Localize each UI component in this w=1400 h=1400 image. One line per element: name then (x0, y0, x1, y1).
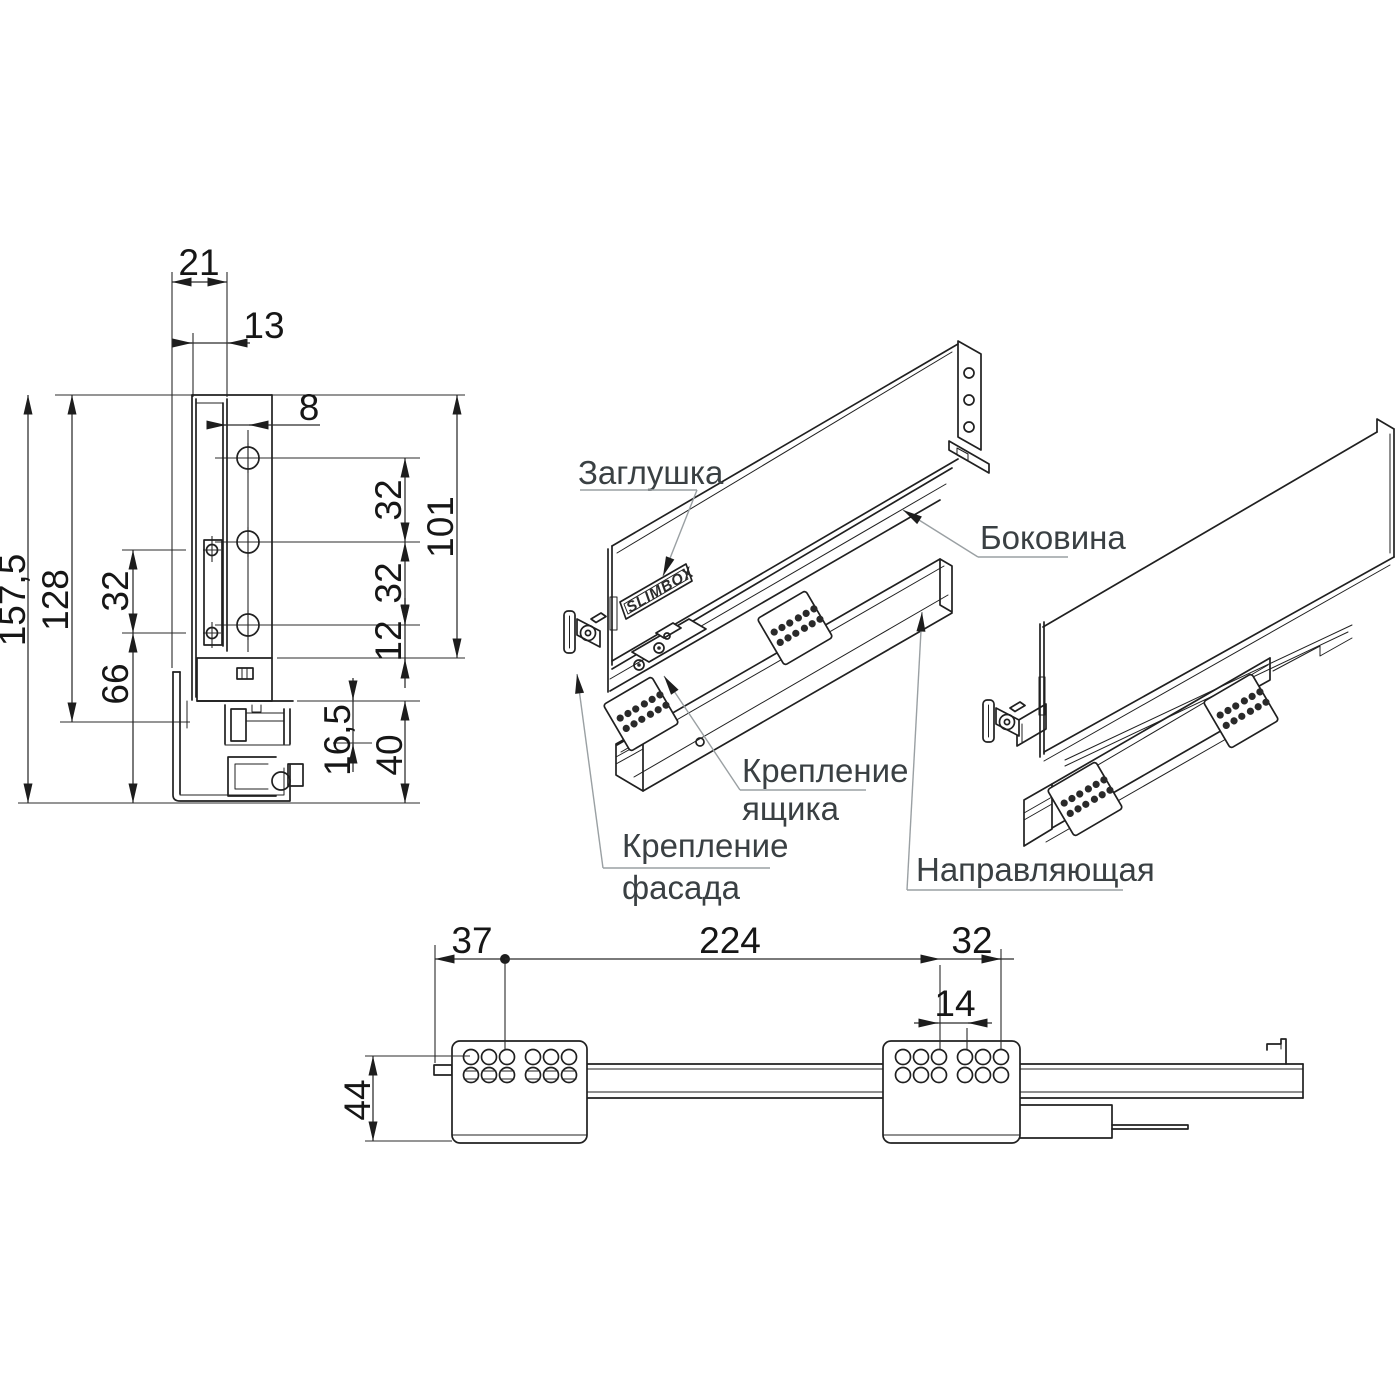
section-view: 21 13 8 157,5 128 32 66 32 32 12 (0, 242, 465, 804)
drawer-mount-bracket (631, 618, 707, 671)
callouts: Заглушка Боковина Крепление ящика Крепле… (575, 454, 1155, 906)
dim-21: 21 (178, 242, 219, 283)
rail-3d-assembled (1023, 624, 1353, 847)
exploded-view: SLIMBOX (563, 340, 990, 792)
rail-3d (602, 558, 953, 792)
dim-32-plan: 32 (951, 920, 992, 961)
dim-37: 37 (451, 920, 492, 961)
label-rail: Направляющая (916, 851, 1155, 888)
plan-rail-body (433, 1038, 1304, 1139)
dim-32-mid: 32 (368, 562, 409, 603)
section-panel-profile (186, 394, 273, 729)
dim-44: 44 (337, 1079, 378, 1120)
assembled-view (982, 418, 1395, 847)
label-cap: Заглушка (578, 454, 724, 491)
brand-cap-plate: SLIMBOX (619, 563, 697, 620)
dim-157-5: 157,5 (0, 554, 33, 647)
label-side-panel: Боковина (980, 519, 1126, 556)
label-drawer-mount-line1: Крепление (742, 752, 908, 789)
label-facade-mount-line2: фасада (622, 869, 741, 906)
plan-left-plate (451, 1040, 588, 1144)
dim-14: 14 (934, 983, 975, 1024)
section-rail-profile (172, 671, 304, 802)
section-dimensions: 21 13 8 157,5 128 32 66 32 32 12 (0, 242, 462, 803)
dim-13: 13 (243, 305, 284, 346)
plan-right-plate (882, 1040, 1021, 1144)
label-drawer-mount-line2: ящика (742, 790, 840, 827)
dim-32-left: 32 (95, 570, 136, 611)
facade-mount-clip (563, 610, 607, 654)
dim-16-5: 16,5 (317, 704, 358, 776)
side-panel-3d-assembled (1016, 418, 1395, 762)
dim-8: 8 (299, 387, 320, 428)
plan-dimensions: 37 224 32 14 44 (337, 920, 1014, 1142)
facade-mount-clip-assembled (982, 699, 1026, 743)
dim-128: 128 (35, 569, 76, 631)
plan-view: 37 224 32 14 44 (337, 920, 1304, 1144)
dim-40: 40 (369, 734, 410, 775)
brand-logo-text: SLIMBOX (623, 564, 697, 617)
dim-101: 101 (420, 496, 461, 558)
dim-12: 12 (368, 620, 409, 661)
label-facade-mount-line1: Крепление (622, 827, 788, 864)
dim-32-top: 32 (368, 479, 409, 520)
dim-224: 224 (699, 920, 761, 961)
section-extension-lines (18, 272, 465, 804)
dim-66: 66 (95, 663, 136, 704)
